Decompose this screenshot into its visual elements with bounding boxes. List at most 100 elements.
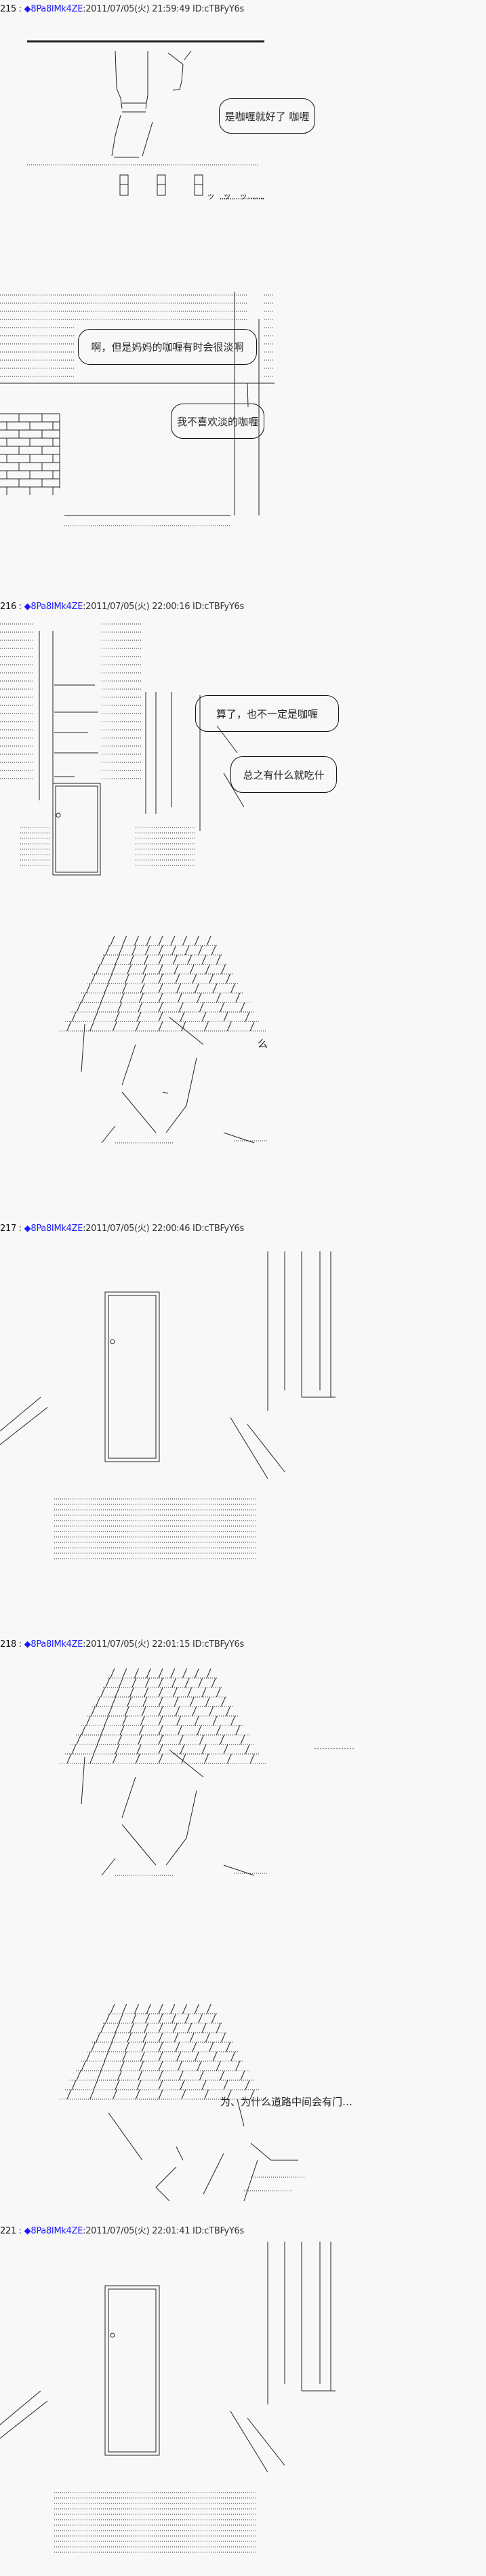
art-stroke [105,945,110,956]
art-stroke [115,1011,120,1022]
art-stroke [209,1706,214,1717]
sound-effect-text: ッ ッ ッ…… [207,191,264,201]
art-stroke [197,1725,202,1736]
art-stroke [158,1734,163,1745]
art-stroke [90,2042,96,2052]
art-stroke [96,964,101,975]
poster-trip[interactable]: ◆8Pa8IMk4ZE [24,602,83,612]
art-stroke [111,964,117,975]
art-stroke [249,2089,255,2100]
art-stroke [178,1002,184,1013]
art-stroke [107,973,113,984]
art-stroke [194,935,199,946]
art-stroke [119,2061,125,2071]
art-stroke [197,2061,202,2071]
art-stroke [138,1734,143,1745]
art-stroke [146,2004,151,2014]
poster-trip[interactable]: ◆8Pa8IMk4ZE [24,1224,83,1234]
art-stroke [201,1687,207,1698]
art-stroke [205,964,210,975]
art-stroke [178,2070,184,2081]
art-stroke [81,992,86,1003]
art-stroke [71,2080,77,2090]
art-stroke [187,2023,193,2033]
art-stroke [158,1706,163,1717]
art-stroke [171,945,177,956]
art-stroke [199,1002,204,1013]
art-stroke [136,1011,142,1022]
poster-id: ID:cTBFyY6s [193,602,244,612]
art-stroke [81,2061,86,2071]
scene-215-ascii-art [0,40,275,526]
poster-trip[interactable]: ◆8Pa8IMk4ZE [24,2226,83,2236]
art-stroke [76,1002,81,1013]
art-stroke [100,1687,106,1698]
art-stroke [158,1753,163,1764]
art-stroke [172,1687,178,1698]
art-stroke [220,2070,225,2081]
art-stroke [89,2089,95,2100]
poster-id: ID:cTBFyY6s [193,1224,244,1234]
art-stroke [100,1725,106,1736]
bubble-text: 我不喜欢淡的咖喱 [176,415,258,428]
art-stroke [216,954,221,965]
art-stroke [235,2061,241,2071]
art-stroke [194,2051,199,2062]
art-stroke [117,1002,123,1013]
art-stroke [184,2013,190,2024]
post-date: 2011/07/05(火) 21:59:49 [85,4,190,14]
art-stroke [181,1753,186,1764]
art-stroke [212,2051,218,2062]
art-stroke [112,1753,117,1764]
art-stroke [245,2080,250,2090]
art-stroke [216,1687,221,1698]
art-stroke [93,1744,98,1755]
art-stroke [216,2023,221,2033]
art-stroke [134,935,139,946]
art-stroke [138,1002,143,1013]
art-stroke [189,964,195,975]
art-stroke [105,2013,110,2024]
art-stroke [111,2032,117,2043]
scene-221-ascii-art [0,2242,336,2553]
art-stroke [184,1677,190,1688]
art-stroke [100,2023,106,2033]
poster-trip[interactable]: ◆8Pa8IMk4ZE [24,4,83,14]
art-stroke [206,935,211,946]
art-stroke [139,2061,144,2071]
art-stroke [194,1668,199,1679]
art-stroke [131,945,137,956]
art-stroke [85,983,91,994]
art-stroke [176,983,182,994]
art-stroke [66,1021,72,1032]
art-stroke [66,1753,72,1764]
art-stroke [158,1687,163,1698]
art-stroke [122,2004,127,2014]
speech-bubble: 总之有什么就吃什 [230,756,337,793]
art-stroke [131,1677,137,1688]
art-stroke [115,1687,120,1698]
art-stroke [184,945,190,956]
post-header-221: 221 : ◆8Pa8IMk4ZE:2011/07/05(火) 22:01:41… [0,2226,244,2236]
art-stroke [127,1696,132,1707]
art-stroke [158,1744,163,1755]
art-stroke [182,2004,188,2014]
art-stroke [140,983,145,994]
art-stroke [158,983,163,994]
art-stroke [76,2070,81,2081]
art-stroke [172,2023,178,2033]
art-stroke [110,1668,115,1679]
art-stroke [112,2089,117,2100]
art-stroke [177,992,182,1003]
art-stroke [117,1734,123,1745]
art-stroke [158,935,163,946]
art-stroke [158,1668,163,1679]
post-date: 2011/07/05(火) 22:00:16 [85,602,190,612]
art-stroke [175,2042,180,2052]
art-stroke [201,1011,207,1022]
art-stroke [93,2080,98,2090]
art-stroke [158,964,163,975]
art-stroke [139,1725,144,1736]
art-stroke [146,935,151,946]
poster-trip[interactable]: ◆8Pa8IMk4ZE [24,1639,83,1650]
